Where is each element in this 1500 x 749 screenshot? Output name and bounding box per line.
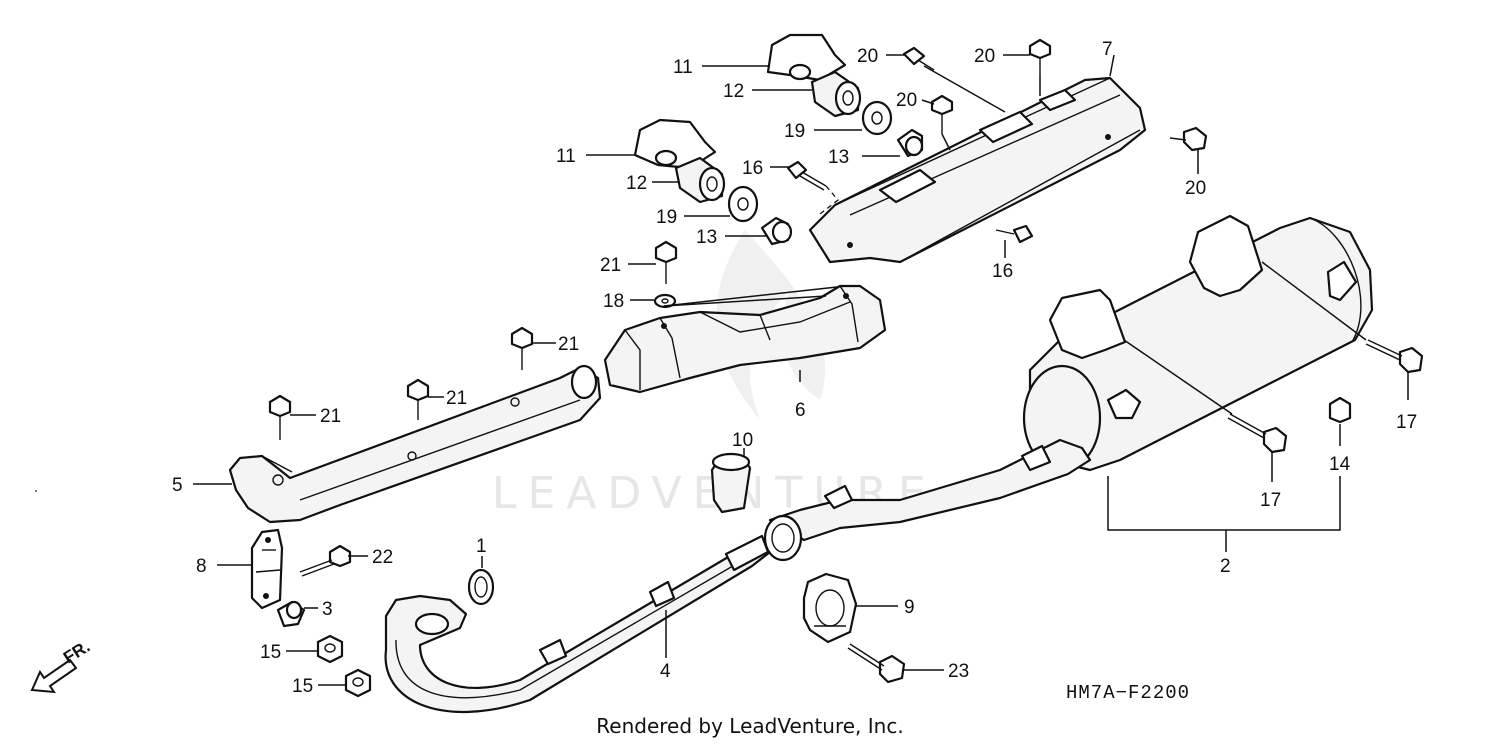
part-20-bolt-b[interactable] (1028, 38, 1052, 76)
leader-lines (193, 54, 1409, 686)
callout-11-upper: 11 (673, 57, 693, 78)
part-20-bolt-d[interactable] (1169, 126, 1208, 152)
part-9-clamp[interactable] (802, 572, 858, 644)
part-22-bolt[interactable] (299, 544, 352, 577)
callout-1: 1 (476, 536, 487, 557)
part-20-bolt-c[interactable] (930, 94, 954, 134)
callout-10: 10 (732, 430, 753, 451)
part-12-grommet-upper[interactable] (810, 70, 862, 118)
callout-21-a: 21 (600, 255, 621, 276)
part-1-gasket[interactable] (467, 568, 495, 606)
part-8-clamp[interactable] (250, 528, 284, 610)
callout-11-lower: 11 (556, 146, 576, 167)
callout-12-lower: 12 (626, 173, 647, 194)
part-11-bracket-lower[interactable] (633, 118, 717, 170)
part-17-bolt-a[interactable] (1365, 339, 1424, 374)
callout-14: 14 (1329, 454, 1351, 475)
part-23-bolt[interactable] (847, 643, 906, 684)
callout-6: 6 (795, 400, 806, 421)
callout-15-b: 15 (292, 676, 313, 697)
callout-20-a: 20 (857, 46, 878, 67)
callout-17-b: 17 (1260, 490, 1281, 511)
part-16-bolt-upper[interactable] (786, 160, 827, 191)
part-6-heat-shield[interactable] (603, 284, 887, 394)
callout-5: 5 (172, 475, 183, 496)
callout-20-d: 20 (1185, 178, 1206, 199)
part-17-bolt-b[interactable] (1227, 413, 1288, 454)
part-10-gasket-sleeve[interactable] (710, 452, 752, 514)
part-13-collar-lower[interactable] (760, 216, 793, 246)
callout-17-a: 17 (1396, 412, 1417, 433)
diagram-code: HM7A−F2200 (1066, 682, 1190, 704)
part-20-bolt-a[interactable] (902, 46, 935, 71)
callout-13-lower: 13 (696, 227, 717, 248)
callout-4: 4 (660, 661, 671, 682)
part-21-bolt-d[interactable] (268, 394, 292, 440)
callout-23: 23 (948, 661, 969, 682)
part-14-plug[interactable] (1328, 396, 1352, 424)
front-direction-arrow: FR. (30, 637, 93, 694)
callout-7: 7 (1102, 39, 1113, 60)
callout-22: 22 (372, 547, 393, 568)
callout-20-c: 20 (896, 90, 917, 111)
callout-16-lower: 16 (992, 261, 1013, 282)
part-21-bolt-a[interactable] (654, 240, 678, 284)
callout-18: 18 (603, 291, 624, 312)
part-4-exhaust-pipe[interactable] (384, 534, 772, 714)
part-13-collar-upper[interactable] (896, 128, 924, 158)
callout-3: 3 (322, 599, 333, 620)
callout-9: 9 (904, 597, 915, 618)
callout-labels: 11 12 19 13 11 12 19 13 16 16 20 20 20 2… (172, 39, 1417, 697)
stray-dot (35, 490, 37, 492)
footer-credit: Rendered by LeadVenture, Inc. (0, 714, 1500, 738)
part-5-heat-shield[interactable] (228, 364, 602, 524)
part-15-nut-a[interactable] (316, 634, 344, 664)
callout-12-upper: 12 (723, 81, 744, 102)
callout-2: 2 (1220, 556, 1231, 577)
part-19-washer-upper[interactable] (861, 100, 893, 136)
callout-19-upper: 19 (784, 121, 805, 142)
footer-text: Rendered by LeadVenture, Inc. (596, 714, 904, 738)
callout-21-b: 21 (558, 334, 579, 355)
part-15-nut-b[interactable] (344, 668, 372, 698)
callout-21-c: 21 (446, 388, 467, 409)
part-21-bolt-c[interactable] (406, 378, 430, 420)
part-19-washer-lower[interactable] (727, 185, 759, 223)
callout-16-upper: 16 (742, 158, 763, 179)
part-7-heat-shield[interactable] (808, 76, 1147, 264)
callout-15-a: 15 (260, 642, 281, 663)
callout-19-lower: 19 (656, 207, 677, 228)
part-12-grommet-lower[interactable] (674, 156, 726, 204)
part-18-washer[interactable] (653, 293, 677, 309)
part-16-bolt-lower[interactable] (995, 224, 1034, 244)
callout-21-d: 21 (320, 406, 341, 427)
callout-13-upper: 13 (828, 147, 849, 168)
part-11-bracket-upper[interactable] (766, 33, 847, 82)
callout-8: 8 (196, 556, 207, 577)
callout-20-b: 20 (974, 46, 995, 67)
part-3-collar[interactable] (276, 600, 306, 628)
part-21-bolt-b[interactable] (510, 326, 534, 370)
